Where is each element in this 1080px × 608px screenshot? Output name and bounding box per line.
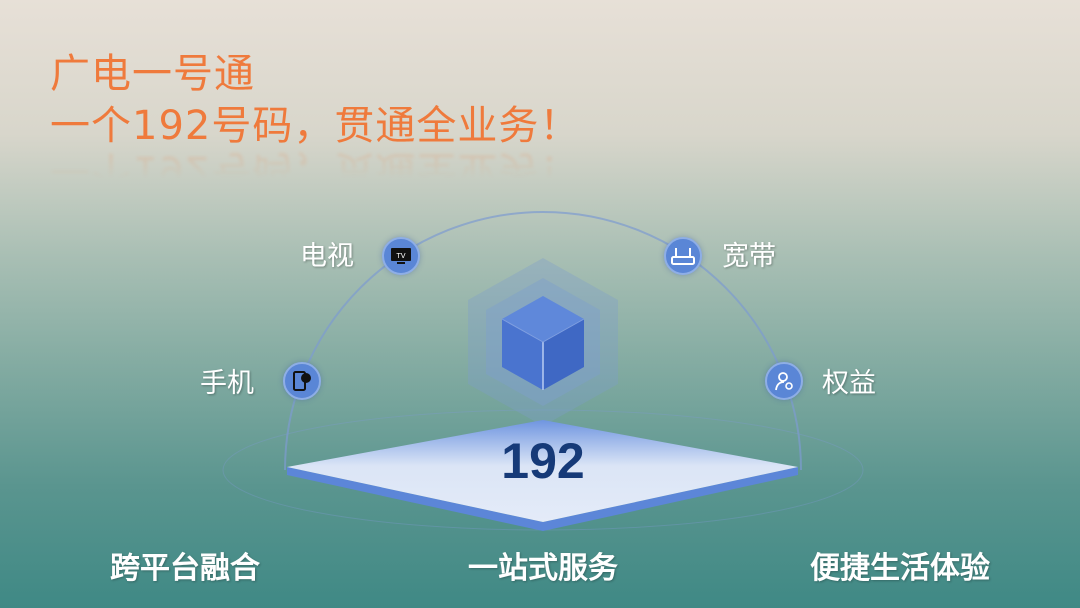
label-mobile: 手机 bbox=[200, 368, 254, 399]
platform bbox=[287, 420, 798, 522]
service-arc bbox=[284, 211, 802, 471]
svg-text:TV: TV bbox=[395, 252, 405, 260]
mobile-button[interactable] bbox=[283, 362, 321, 400]
tv-icon: TV bbox=[391, 248, 411, 264]
center-number: 192 bbox=[501, 433, 585, 489]
tv-button[interactable]: TV bbox=[382, 237, 420, 275]
cube-icon bbox=[501, 296, 585, 390]
feature-cross-platform: 跨平台融合 bbox=[110, 551, 260, 586]
user-benefit-icon bbox=[775, 372, 793, 391]
title-line-2: 一个192号码，贯通全业务！ bbox=[50, 103, 581, 149]
router-icon bbox=[671, 248, 695, 265]
broadband-button[interactable] bbox=[664, 237, 702, 275]
benefits-button[interactable] bbox=[765, 362, 803, 400]
title-line-1: 广电一号通 bbox=[50, 51, 255, 97]
phone-chat-icon bbox=[293, 371, 311, 391]
feature-one-stop: 一站式服务 bbox=[468, 551, 618, 586]
feature-convenient-life: 便捷生活体验 bbox=[810, 551, 990, 586]
label-benefits: 权益 bbox=[822, 368, 876, 399]
label-tv: 电视 bbox=[300, 241, 354, 272]
label-broadband: 宽带 bbox=[722, 241, 776, 272]
